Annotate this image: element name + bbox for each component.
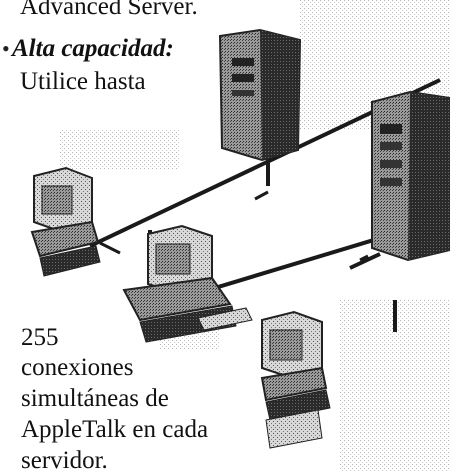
text-line-255: 255 [21,324,59,351]
text-line-conexiones: conexiones [21,354,134,381]
bullet-glyph: • [2,36,10,61]
text-line-servidor: servidor. [21,447,108,472]
text-line-utilice: Utilice hasta [20,68,146,95]
large-server-icon [371,90,450,262]
workstation-left-icon [30,166,101,277]
feature-heading: Alta capacidad: [12,35,174,62]
tower-server-icon [218,28,302,162]
workstation-right-icon [260,310,331,449]
text-line-simultaneas: simultáneas de [21,385,169,412]
text-line-advanced-server: Advanced Server. [20,0,198,20]
text-line-appletalk: AppleTalk en cada [21,416,209,443]
workstation-center-icon [122,224,253,343]
